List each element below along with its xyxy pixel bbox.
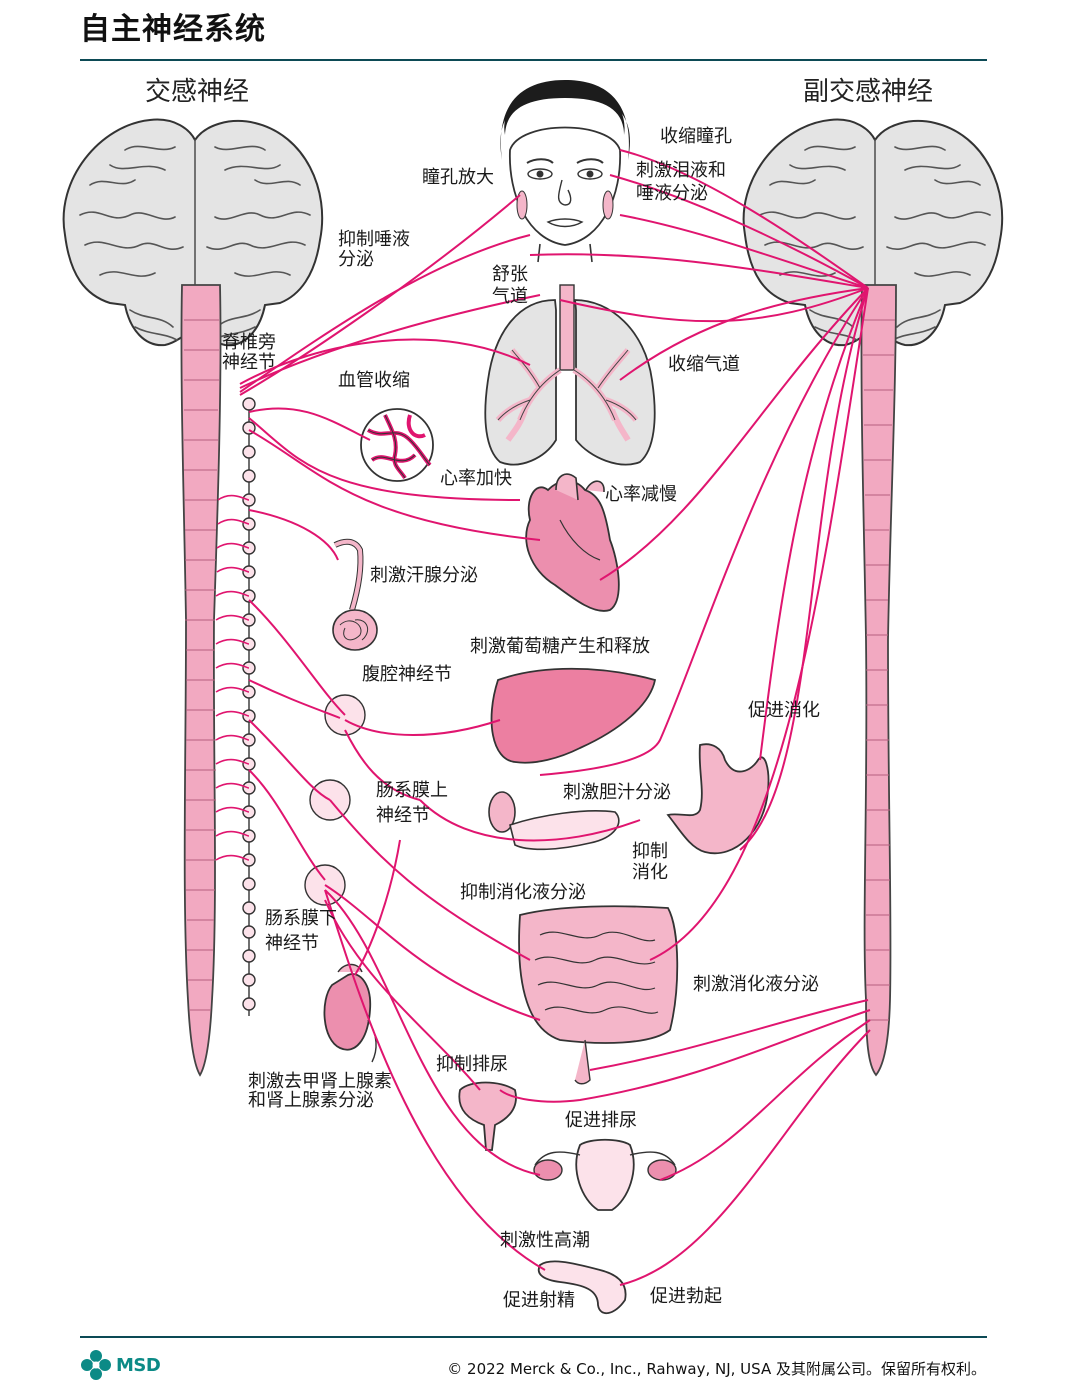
label-adrenal-2: 和肾上腺素分泌	[248, 1090, 374, 1111]
label-inhibit-saliva-2: 分泌	[338, 249, 374, 270]
label-tears-saliva-2: 唾液分泌	[636, 183, 708, 204]
label-stimulate-digestive-secretion: 刺激消化液分泌	[693, 974, 819, 995]
svg-text:刺激去甲肾上腺素 和肾上腺素分泌: 刺激去甲肾上腺素 和肾上腺素分泌	[248, 1071, 398, 1111]
msd-logo: MSD	[80, 1350, 161, 1380]
label-heart-rate-down: 心率减慢	[605, 484, 677, 505]
label-inhibit-digestion-2: 消化	[632, 862, 668, 883]
right-cord-segments	[863, 319, 895, 1021]
label-constrict-airways: 收缩气道	[668, 354, 740, 375]
label-orgasm: 刺激性高潮	[500, 1230, 590, 1251]
label-inferior-mesenteric-1: 肠系膜下	[265, 908, 337, 929]
blood-vessel-inset	[360, 408, 434, 482]
penis	[537, 1260, 627, 1314]
lungs	[484, 284, 656, 466]
svg-text:刺激泪液和 唾液分泌: 刺激泪液和 唾液分泌	[636, 160, 732, 204]
svg-text:抑制唾液 分泌: 抑制唾液 分泌	[338, 229, 416, 270]
label-erection: 促进勃起	[650, 1286, 722, 1307]
label-paravertebral-ganglia-2: 神经节	[222, 352, 276, 373]
stomach	[666, 743, 770, 855]
brand-name: MSD	[116, 1354, 161, 1376]
nerve-pathways	[239, 149, 871, 1286]
sympathetic-header: 交感神经	[145, 77, 249, 107]
label-promote-digestion: 促进消化	[748, 700, 820, 721]
label-vasoconstriction: 血管收缩	[338, 370, 410, 391]
label-inhibit-saliva-1: 抑制唾液	[338, 229, 410, 250]
svg-text:脊椎旁 神经节: 脊椎旁 神经节	[222, 332, 282, 373]
label-inhibit-urination: 抑制排尿	[436, 1054, 508, 1075]
parasympathetic-header: 副交感神经	[803, 77, 933, 107]
sweat-gland	[332, 538, 378, 651]
uterus	[533, 1138, 677, 1211]
svg-text:肠系膜下 神经节: 肠系膜下 神经节	[265, 908, 343, 954]
spinal-rami	[215, 494, 250, 861]
header-divider	[80, 59, 987, 61]
bladder	[458, 1081, 517, 1151]
label-pupil-constriction: 收缩瞳孔	[660, 126, 732, 147]
intestines	[518, 905, 679, 1085]
label-inhibit-digestion-1: 抑制	[632, 841, 668, 862]
kidney-adrenal	[323, 963, 377, 1063]
label-promote-urination: 促进排尿	[565, 1110, 637, 1131]
right-spinal-cord	[860, 284, 897, 1077]
label-inhibit-digestive-secretion: 抑制消化液分泌	[460, 882, 586, 903]
head	[500, 80, 630, 263]
left-cord-segments	[184, 319, 219, 1011]
label-adrenal-1: 刺激去甲肾上腺素	[248, 1071, 392, 1092]
label-ejaculation: 促进射精	[503, 1290, 575, 1311]
footer-divider	[80, 1336, 987, 1338]
label-pupil-dilation: 瞳孔放大	[422, 167, 494, 188]
svg-text:抑制 消化: 抑制 消化	[632, 841, 674, 883]
label-glucose: 刺激葡萄糖产生和释放	[470, 636, 650, 657]
label-bile: 刺激胆汁分泌	[563, 782, 671, 803]
ganglion-chain	[242, 397, 256, 1016]
heart	[525, 473, 620, 612]
label-sweat: 刺激汗腺分泌	[370, 565, 478, 586]
label-superior-mesenteric-1: 肠系膜上	[376, 780, 448, 801]
label-relax-airways-1: 舒张	[492, 264, 528, 285]
label-celiac-ganglion: 腹腔神经节	[362, 664, 452, 685]
msd-logo-icon	[81, 1350, 111, 1380]
label-paravertebral-ganglia-1: 脊椎旁	[222, 332, 276, 353]
label-tears-saliva-1: 刺激泪液和	[636, 160, 726, 181]
liver	[490, 667, 657, 764]
label-heart-rate-up: 心率加快	[440, 468, 512, 489]
label-relax-airways-2: 气道	[492, 286, 528, 307]
svg-text:舒张 气道: 舒张 气道	[492, 264, 534, 307]
svg-text:肠系膜上 神经节: 肠系膜上 神经节	[376, 780, 454, 826]
copyright-notice: © 2022 Merck & Co., Inc., Rahway, NJ, US…	[447, 1360, 986, 1378]
page-title: 自主神经系统	[80, 12, 266, 47]
autonomic-nervous-system-diagram: 交感神经 副交感神经	[62, 77, 1004, 1314]
label-superior-mesenteric-2: 神经节	[376, 805, 430, 826]
label-inferior-mesenteric-2: 神经节	[265, 933, 319, 954]
